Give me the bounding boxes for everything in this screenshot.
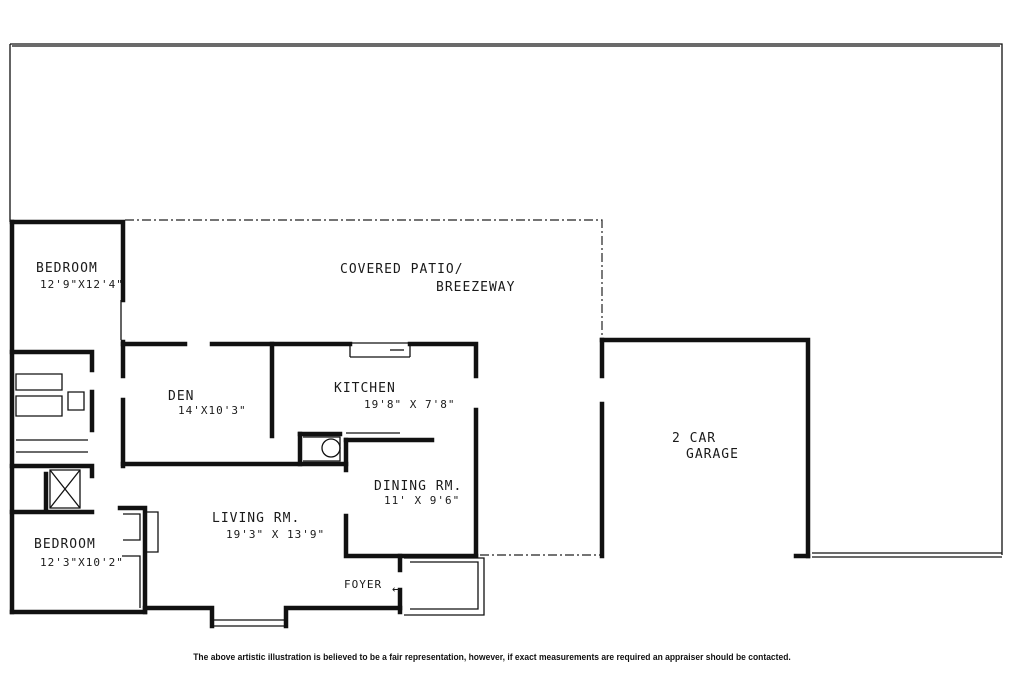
room-size-kitchen: 19'8" X 7'8" [364,398,455,411]
garage-walls [599,337,811,559]
lot-boundary [9,43,1003,558]
room-label-foyer: FOYER [344,578,382,591]
disclaimer-text: The above artistic illustration is belie… [193,651,791,663]
house-walls [9,219,485,629]
room-size-den: 14'X10'3" [178,404,247,417]
room-size-bedroom-bottom: 12'3"X10'2" [40,556,124,569]
room-label-patio: COVERED PATIO/ [340,262,464,277]
room-label-bedroom-top: BEDROOM [36,261,98,276]
room-size-bedroom-top: 12'9"X12'4" [40,278,124,291]
room-label-garage-2: GARAGE [686,447,739,462]
foyer-arrow-icon: ← [392,582,401,597]
room-label-bedroom-bottom: BEDROOM [34,537,96,552]
patio-outline [125,219,603,556]
room-label-living: LIVING RM. [212,511,300,526]
room-size-dining: 11' X 9'6" [384,494,460,507]
room-label-den: DEN [168,389,194,404]
room-size-living: 19'3" X 13'9" [226,528,325,541]
room-label-kitchen: KITCHEN [334,381,396,396]
room-label-dining: DINING RM. [374,479,462,494]
room-label-patio-2: BREEZEWAY [436,280,515,295]
water-heater [321,438,341,458]
room-label-garage: 2 CAR [672,431,716,446]
